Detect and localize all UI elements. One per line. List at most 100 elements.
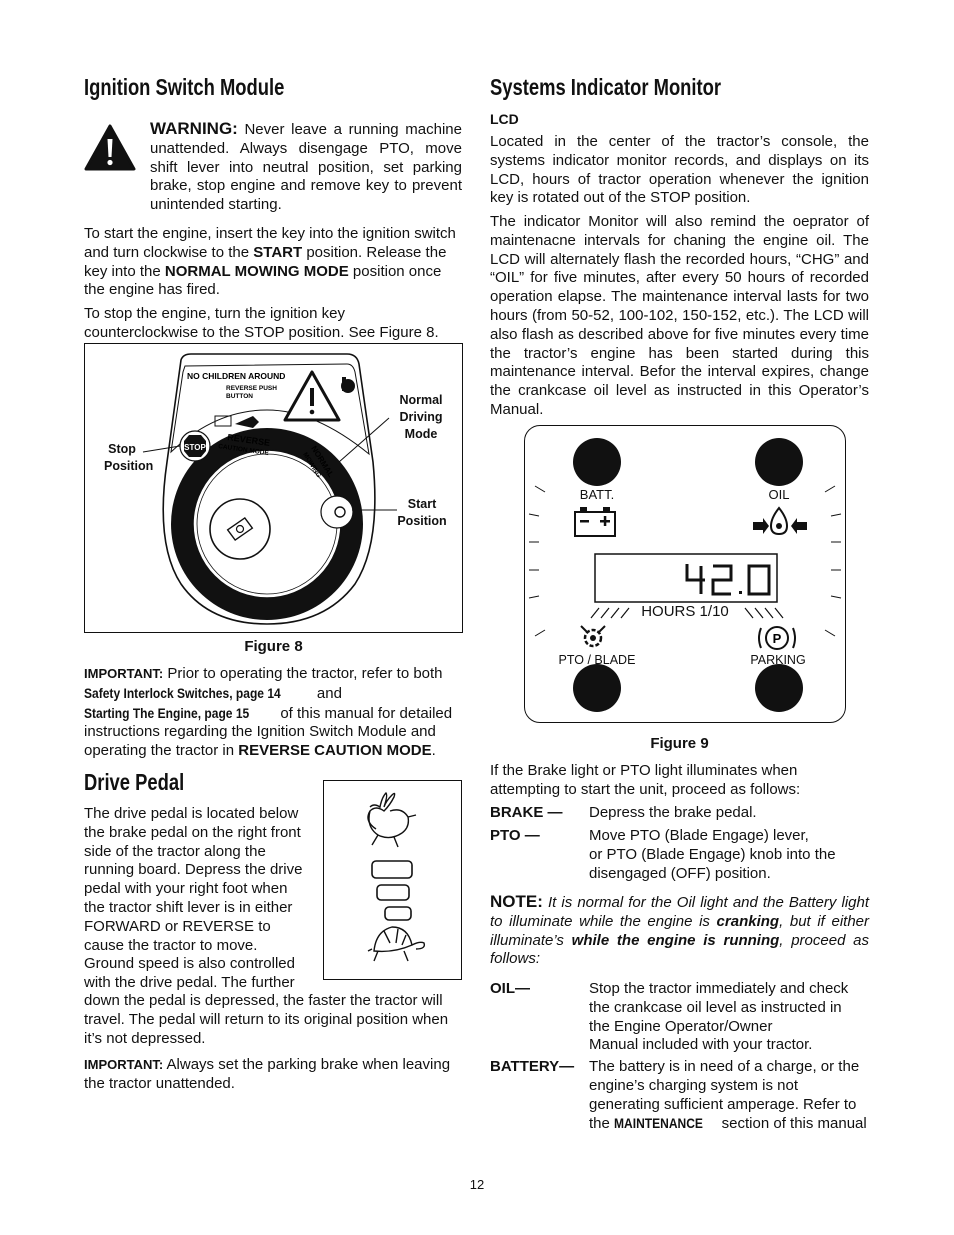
right-ticks [824,485,842,637]
svg-text:P: P [773,631,782,646]
left-ticks [528,485,546,637]
warning-triangle-icon [84,124,136,171]
monitor-diagram: P [528,438,842,712]
hours-label: HOURS 1/10 [641,603,729,620]
important-1-text-1: Prior to operating the tractor, refer to… [163,665,443,682]
important-2-text: Always set the parking brake when leavin… [84,1056,451,1092]
battery-def-4a: the [589,1115,615,1133]
pedal-large [371,860,413,879]
battery-def-line: The battery is in need of a charge, or t… [589,1058,860,1075]
lcd-digits [685,564,771,596]
normal-line-2: Driving [399,410,443,424]
note-label: NOTE: [490,892,543,911]
start-text-2: position. Release the key into the [84,243,447,280]
start-bold-1: START [253,243,303,261]
oil-drop-icon [753,506,807,536]
pto-def-line: or PTO (Blade Engage) knob into the [589,845,836,863]
drive-line: with the drive pedal. The further [84,974,295,992]
oil-term: OIL— [490,980,530,997]
oil-def-line: Stop the tractor immediately and check [589,980,849,997]
note-text-1: It is normal for the Oil light and the B… [490,894,869,930]
parking-light [755,664,803,712]
pto-definition: Move PTO (Blade Engage) lever, or PTO (B… [589,827,836,883]
turtle-icon [367,926,426,962]
oil-light [755,438,803,486]
maintenance-ref: MAINTENANCE [614,1115,704,1132]
normal-line-1: Normal [399,393,443,407]
drive-line: side of the tractor along the [84,842,266,860]
ignition-switch-diagram: STOP NO CHILDREN AROUND REVERSE PUSH BUT… [142,353,397,625]
pto-light [573,664,621,712]
start-engine-paragraph: To start the engine, insert the key into… [84,225,462,300]
pto-def-line: Move PTO (Blade Engage) lever, [589,827,809,844]
no-children-text: NO CHILDREN AROUND [187,371,285,381]
oil-def-line: the crankcase oil level as instructed in [589,998,842,1016]
page-number: 12 [469,1177,485,1192]
lcd-subheading: LCD [490,111,519,127]
important-1-label: IMPORTANT: [84,666,164,681]
important-2-label: IMPORTANT: [84,1057,164,1072]
reverse-push-text-2: BUTTON [226,393,253,400]
drive-line: the brake pedal on the right front [84,823,301,841]
normal-line-3: Mode [404,427,438,441]
important-1-text-2: and [312,684,342,702]
oil-definition: Stop the tractor immediately and check t… [589,980,848,1055]
pto-term: PTO — [490,827,540,844]
warning-paragraph: WARNING: Never leave a running machine u… [150,119,462,215]
lcd-paragraph-2: The indicator Monitor will also remind t… [490,213,869,418]
drive-pedal-heading: Drive Pedal [84,769,185,795]
drive-pedal-figure [323,780,462,980]
warning-text: Never leave a running machine unattended… [150,121,462,214]
stop-line-1: Stop [108,442,136,456]
brake-term: BRAKE — [490,804,563,821]
figure-9-monitor: P BATT. OIL HOURS 1/10 PTO / BLADE PARKI… [524,425,846,723]
battery-icon [574,507,616,537]
normal-driving-mode-label: Normal Driving Mode [395,392,447,443]
note-text-2: , but if either illuminate’s [490,912,869,949]
note-paragraph: NOTE: It is normal for the Oil light and… [490,892,869,969]
parking-brake-icon: P [758,626,796,650]
battery-def-4c: section of this manual [717,1115,867,1133]
oil-label: OIL [768,487,790,502]
ignition-switch-module-heading: Ignition Switch Module [84,74,285,100]
brake-pto-intro: If the Brake light or PTO light illumina… [490,762,801,798]
pto-gear-icon [580,625,606,648]
pto-def-line: disengaged (OFF) position. [589,864,771,882]
figure-8-caption: Figure 8 [244,638,303,655]
drive-line: pedal with your right foot when [84,880,288,898]
oil-def-line: the Engine Operator/Owner [589,1017,773,1035]
drive-line: Ground speed is also controlled [84,955,295,973]
important-1-bold-3: REVERSE CAUTION MODE [238,742,432,760]
start-position-label: Start Position [397,496,447,530]
start-text-3: position once the engine has fired. [84,262,442,299]
note-bold-1: cranking [716,912,780,930]
start-line-2: Position [397,514,447,528]
note-text-3: , proceed as follows: [490,931,869,968]
important-1-text-4: . [431,742,436,760]
important-1-ref-1: Safety Interlock Switches, page 14 [84,684,281,701]
rabbit-icon [367,792,417,848]
batt-label: BATT. [579,487,615,502]
reverse-push-text-1: REVERSE PUSH [226,385,277,392]
stop-line-2: Position [104,459,154,473]
figure-8-box: STOP NO CHILDREN AROUND REVERSE PUSH BUT… [84,343,463,633]
drive-line: running board. Depress the drive [84,861,303,879]
start-text-1: To start the engine, insert the key into… [84,225,456,261]
oil-def-line: Manual included with your tractor. [589,1036,813,1054]
start-line-1: Start [407,497,437,511]
important-1-ref-2: Starting The Engine, page 15 [84,704,250,721]
battery-term: BATTERY— [490,1058,575,1075]
pedal-medium [376,884,410,901]
battery-definition: The battery is in need of a charge, or t… [589,1058,867,1134]
important-2-paragraph: IMPORTANT: Always set the parking brake … [84,1056,462,1094]
drive-line: the tractor shift lever is in either [84,898,293,916]
drive-line: The drive pedal is located below [84,805,299,822]
important-1-paragraph: IMPORTANT: Prior to operating the tracto… [84,665,462,761]
drive-line: FORWARD or REVERSE to [84,917,271,935]
systems-indicator-monitor-heading: Systems Indicator Monitor [490,74,722,100]
drive-pedal-tail: down the pedal is depressed, the faster … [84,992,449,1047]
drive-line: cause the tractor to move. [84,936,258,954]
battery-def-line: generating sufficient amperage. Refer to [589,1095,857,1113]
start-bold-2: NORMAL MOWING MODE [164,262,349,280]
pedal-small [384,906,412,921]
